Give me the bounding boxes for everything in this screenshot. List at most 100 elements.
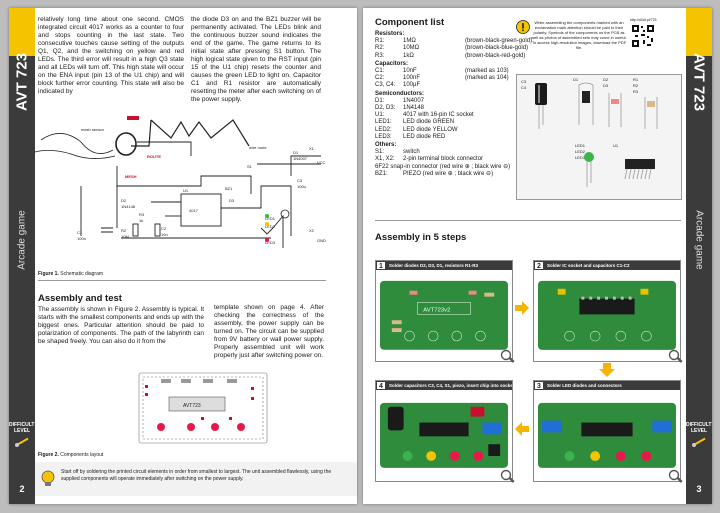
polarity-notice: While assembling the components marked w… <box>531 20 627 50</box>
part-row-r2: R2:10MΩ(brown-black-blue-gold) <box>375 45 529 52</box>
assembly-text-col2: template shown on page 4. After checking… <box>214 304 324 359</box>
part-row-c2: C2:100nF(marked as 104) <box>375 75 509 82</box>
part-row-d2-d3: D2, D3:1N4148 <box>375 105 425 112</box>
schematic-label-mesh-sensor: mesh sensor <box>81 127 105 132</box>
schematic-x2-label: X2 <box>309 228 315 233</box>
photo-label-r1: R1 <box>633 77 639 82</box>
schematic-led1-label: LED1 <box>265 216 276 221</box>
intro-text-col1: relatively long time about one second. C… <box>38 16 184 95</box>
components-layout-image: AVT723 <box>131 367 275 449</box>
assembly-step-4: Solder capacitors C3, C4, S1, piezo, ins… <box>375 380 515 483</box>
schematic-ic-label: U1 <box>183 188 189 193</box>
step1-label: Solder diodes D2, D3, D1, resistors R1-R… <box>376 261 512 270</box>
step4-label: Solder capacitors C3, C4, S1, piezo, ins… <box>376 381 512 390</box>
step4-pcb-photo <box>380 402 508 468</box>
assembly-step-2: Solder IC socket and capacitors C1-C2 2 <box>533 260 683 363</box>
schematic-r2-label: R2 <box>121 228 127 233</box>
schematic-r2-value: 10M <box>121 234 129 239</box>
schematic-d1-label: D1 <box>293 150 299 155</box>
step4-number: 4 <box>376 381 386 390</box>
schematic-x1-label: X1 <box>309 146 315 151</box>
schematic-c2-value: 10n <box>161 232 168 237</box>
section-divider-right <box>375 220 681 221</box>
right-stripe-title: AVT 723 <box>690 52 708 112</box>
photo-label-led2: LED2 <box>575 149 586 154</box>
schematic-c3-label: C3 <box>297 178 303 183</box>
photo-label-r2: R2 <box>633 83 639 88</box>
group-resistors: Resistors: <box>375 31 405 37</box>
right-stripe-accent <box>686 8 712 56</box>
photo-label-led1: LED1 <box>575 143 586 148</box>
arrow-down-icon <box>599 363 615 377</box>
component-list: Resistors: R1:1MΩ(brown-black-green-gold… <box>375 30 575 178</box>
group-semiconductors: Semiconductors: <box>375 90 425 97</box>
step3-pcb-photo <box>538 402 676 468</box>
part-row-d1: D1:1N4007 <box>375 97 425 104</box>
layout-board-label: AVT723 <box>183 403 201 409</box>
difficulty-wrench-icon <box>15 437 29 447</box>
assembly-text-col1: The assembly is shown in Figure 2. Assem… <box>38 306 204 345</box>
schematic-label-wire-route: wire route <box>249 145 267 150</box>
figure1-number: Figure 1. <box>38 271 59 277</box>
part-row-led3: LED3:LED diode RED <box>375 133 446 140</box>
right-stripe: AVT 723 Arcade game DIFFICULTY LEVEL 3 <box>686 8 712 504</box>
assembly-step-3: Solder LED diodes and connectors 3 <box>533 380 683 483</box>
schematic-c2-label: C2 <box>161 226 167 231</box>
step2-pcb-photo <box>538 280 676 350</box>
arrow-left-icon <box>515 422 529 436</box>
assembly-heading: Assembly and test <box>38 293 122 304</box>
left-page: relatively long time about one second. C… <box>9 8 357 504</box>
step3-number: 3 <box>534 381 544 390</box>
part-row-r3: R3:1kΩ(brown-black-red-gold) <box>375 52 526 59</box>
schematic-label-route: ROUTE <box>147 154 161 159</box>
schematic-s1-label: S1 <box>247 164 253 169</box>
step2-number: 2 <box>534 261 544 270</box>
schematic-d2-value: 1N4148 <box>121 204 136 209</box>
group-others: Others: <box>375 142 397 149</box>
component-photos: C3 C4 D1 D2 D3 R1 R2 R3 LED1 LED2 LED3 U… <box>516 74 682 200</box>
figure2-number: Figure 2. <box>38 452 59 458</box>
step1-pcb-label: AVT723v2 <box>423 307 450 313</box>
photo-label-led3: LED3 <box>575 155 586 160</box>
schematic-c1-label: C1 <box>77 230 83 235</box>
schematic-r3-label: R3 <box>139 212 145 217</box>
step1-number: 1 <box>376 261 386 270</box>
photo-label-d2: D2 <box>603 77 609 82</box>
lightbulb-icon <box>41 470 55 486</box>
tip-text: Start off by soldering the printed circu… <box>61 469 332 482</box>
assembly-step-1: Solder diodes D2, D3, D1, resistors R1-R… <box>375 260 515 363</box>
step3-magnifier-icon <box>668 469 683 483</box>
warning-icon <box>516 20 530 34</box>
part-row-c1: C1:10nF(marked as 103) <box>375 68 509 75</box>
schematic-d2-label: D2 <box>121 198 127 203</box>
photo-label-c3: C3 <box>521 79 527 84</box>
schematic-gnd-label: GND <box>317 238 326 243</box>
left-page-number: 2 <box>19 484 25 494</box>
part-row-led2: LED2:LED diode YELLOW <box>375 126 458 133</box>
part-row-c3-c4: C3, C4:100µF <box>375 82 421 89</box>
step2-label: Solder IC socket and capacitors C1-C2 <box>534 261 680 270</box>
part-row-x1-x2: X1, X2:2-pin terminal block connector <box>375 156 484 163</box>
difficulty-wrench-icon <box>692 437 706 447</box>
schematic-r3-value: 1k <box>139 218 143 223</box>
figure1-caption: Figure 1. Schematic diagram <box>38 271 103 277</box>
part-row-u1: U1:4017 with 16-pin IC socket <box>375 112 474 119</box>
right-page-number: 3 <box>696 484 702 494</box>
step4-magnifier-icon <box>500 469 515 483</box>
schematic-led2-label: LED2 <box>265 224 276 229</box>
group-capacitors: Capacitors: <box>375 60 409 67</box>
step1-magnifier-icon <box>500 349 515 363</box>
schematic-c1-value: 100n <box>77 236 86 241</box>
part-row-bz1: BZ1:PIEZO (red wire ⊕ ; black wire ⊖) <box>375 170 494 177</box>
assembly-steps-heading: Assembly in 5 steps <box>375 232 467 243</box>
step2-magnifier-icon <box>668 349 683 363</box>
qr-code-icon <box>631 24 655 48</box>
part-row-battery: 6F22 snap-in connector (red wire ⊕ ; bla… <box>375 163 511 170</box>
part-row-r1: R1:1MΩ(brown-black-green-gold) <box>375 38 533 45</box>
left-stripe-accent <box>9 8 35 56</box>
left-stripe-subtitle: Arcade game <box>16 210 28 270</box>
schematic-d1-value: 1N4007 <box>293 156 308 161</box>
figure2-text: Components layout <box>60 452 104 458</box>
schematic-d3-label: D3 <box>229 198 235 203</box>
arrow-right-icon <box>515 301 529 315</box>
